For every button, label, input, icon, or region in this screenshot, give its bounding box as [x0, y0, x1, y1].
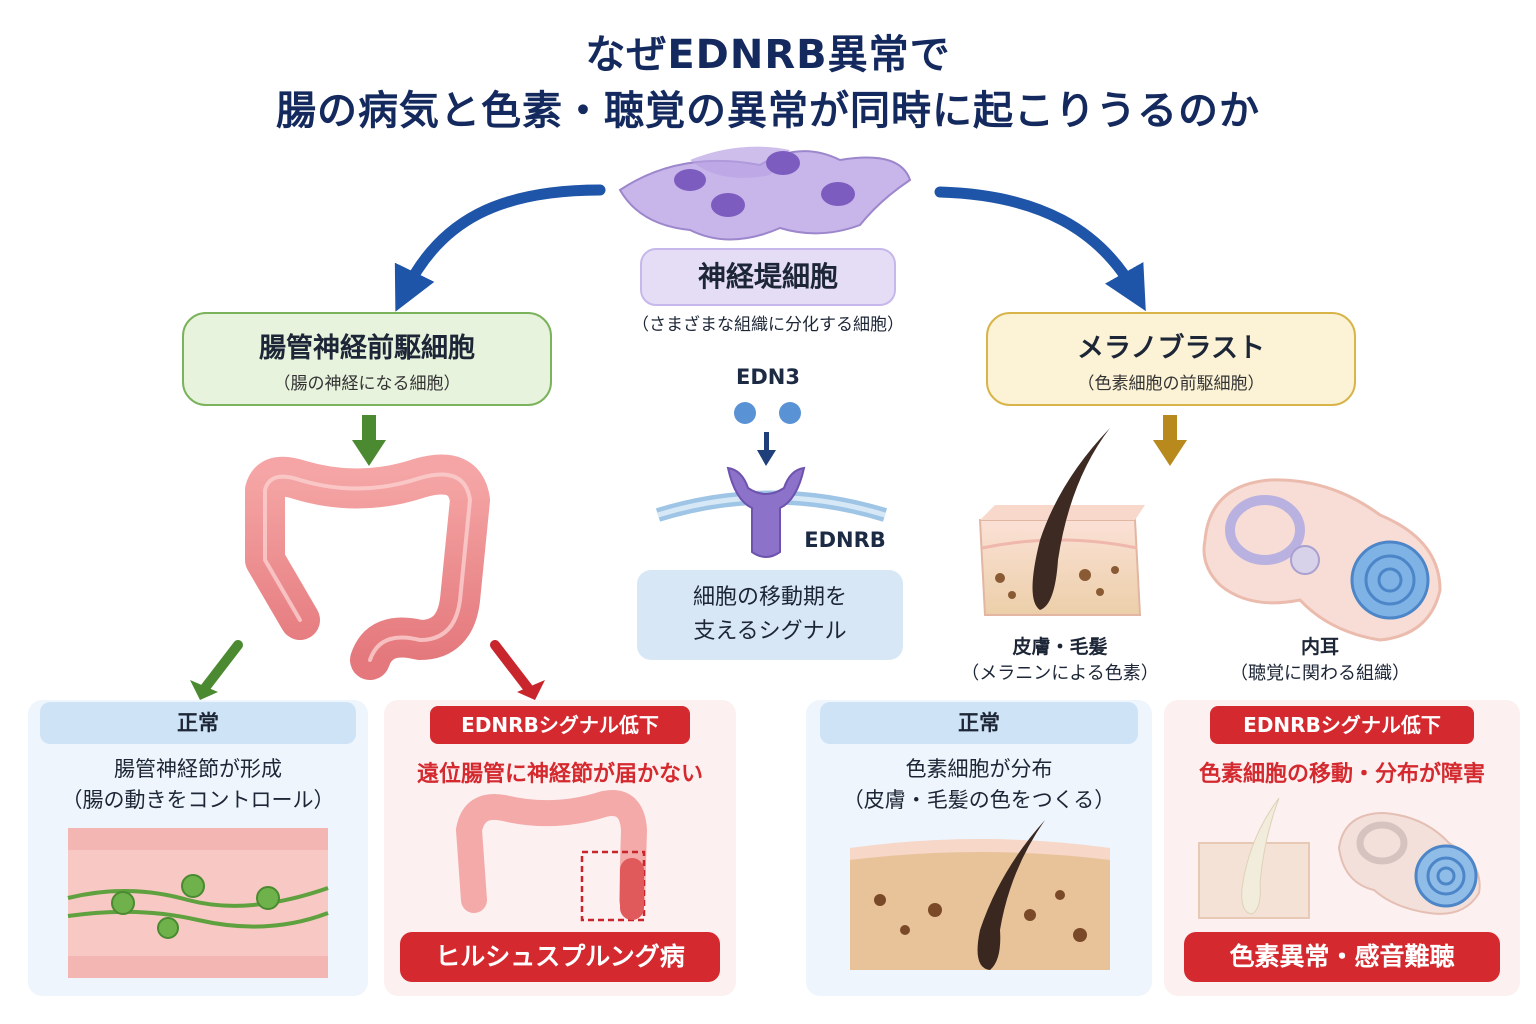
- title-line-2: 腸の病気と色素・聴覚の異常が同時に起こりうるのか: [276, 88, 1260, 134]
- skin-illustration-top: [978, 428, 1145, 616]
- ligand-arrow: [757, 432, 776, 466]
- inner-ear-illustration-top: [1202, 478, 1442, 642]
- pigment-normal-line-2: （皮膚・毛髪の色をつくる）: [842, 788, 1116, 812]
- melanoblast-box: メラノブラスト （色素細胞の前駆細胞）: [986, 312, 1356, 406]
- neural-crest-cells-illustration: [618, 146, 912, 241]
- title-line-1: なぜEDNRB異常で: [585, 32, 951, 78]
- inner-ear-note: （聴覚に関わる組織）: [1230, 663, 1410, 684]
- pigment-hearing-disorder-label: 色素異常・感音難聴: [1184, 932, 1500, 982]
- inner-ear-label: 内耳: [1300, 636, 1339, 658]
- enteric-normal-line-2: （腸の動きをコントロール）: [61, 788, 335, 812]
- enteric-abnormal-text: 遠位腸管に神経節が届かない: [416, 762, 703, 787]
- green-down-arrow: [352, 415, 386, 466]
- skin-caption: 皮膚・毛髪 （メラニンによる色素）: [950, 634, 1170, 687]
- neural-crest-label: 神経堤細胞: [697, 260, 838, 293]
- enteric-precursor-box: 腸管神経前駆細胞 （腸の神経になる細胞）: [182, 312, 552, 406]
- enteric-precursor-note: （腸の神経になる細胞）: [273, 374, 461, 394]
- enteric-ganglia-illustration: [67, 828, 329, 978]
- pigmented-skin-illustration: [850, 820, 1110, 970]
- enteric-normal-line-1: 腸管神経節が形成: [114, 757, 282, 781]
- hirschsprung-disease-label: ヒルシュスプルング病: [400, 932, 720, 982]
- skin-label: 皮膚・毛髪: [1012, 636, 1108, 658]
- melanoblast-label: メラノブラスト: [1077, 333, 1265, 364]
- signal-text-line-2: 支えるシグナル: [693, 619, 847, 644]
- arrow-to-melanoblast: [934, 186, 1146, 312]
- edn3-ligand-dots: [734, 402, 801, 424]
- enteric-normal-header: 正常: [40, 702, 356, 744]
- pigment-normal-line-1: 色素細胞が分布: [905, 757, 1053, 781]
- enteric-abnormal-header: EDNRBシグナル低下: [430, 706, 690, 744]
- signal-box: 細胞の移動期を 支えるシグナル: [637, 570, 903, 660]
- enteric-normal-panel: 正常 腸管神経節が形成 （腸の動きをコントロール）: [28, 700, 368, 996]
- arrow-to-normal-enteric: [200, 640, 243, 693]
- inner-ear-caption: 内耳 （聴覚に関わる組織）: [1215, 634, 1425, 687]
- pigment-abnormal-text: 色素細胞の移動・分布が障害: [1198, 762, 1485, 787]
- colon-illustration: [245, 454, 490, 680]
- neural-crest-note: （さまざまな組織に分化する細胞）: [632, 315, 904, 335]
- enteric-precursor-label: 腸管神経前駆細胞: [259, 333, 475, 364]
- melanoblast-note: （色素細胞の前駆細胞）: [1077, 374, 1265, 394]
- pigment-normal-panel: 正常 色素細胞が分布 （皮膚・毛髪の色をつくる）: [806, 700, 1152, 996]
- colon-missing-ganglia-illustration: [455, 790, 648, 922]
- neural-crest-box: 神経堤細胞: [640, 248, 896, 306]
- pigment-abnormal-header: EDNRBシグナル低下: [1210, 706, 1474, 744]
- gold-down-arrow: [1153, 415, 1187, 466]
- ednrb-label: EDNRB: [804, 528, 886, 552]
- pigment-abnormal-panel: EDNRBシグナル低下 色素細胞の移動・分布が障害 色素異常・感音難聴: [1164, 700, 1520, 996]
- pigment-normal-header: 正常: [820, 702, 1138, 744]
- enteric-abnormal-panel: EDNRBシグナル低下 遠位腸管に神経節が届かない ヒルシュスプルング病: [384, 700, 736, 996]
- arrow-to-abnormal-enteric: [490, 640, 533, 693]
- arrow-to-enteric: [394, 184, 606, 312]
- signal-text-line-1: 細胞の移動期を: [692, 585, 847, 610]
- skin-note: （メラニンによる色素）: [961, 663, 1159, 684]
- edn3-label: EDN3: [736, 365, 800, 389]
- ednrb-receptor-shape: [726, 466, 806, 558]
- depigmented-skin-and-ear-illustration: [1198, 797, 1481, 919]
